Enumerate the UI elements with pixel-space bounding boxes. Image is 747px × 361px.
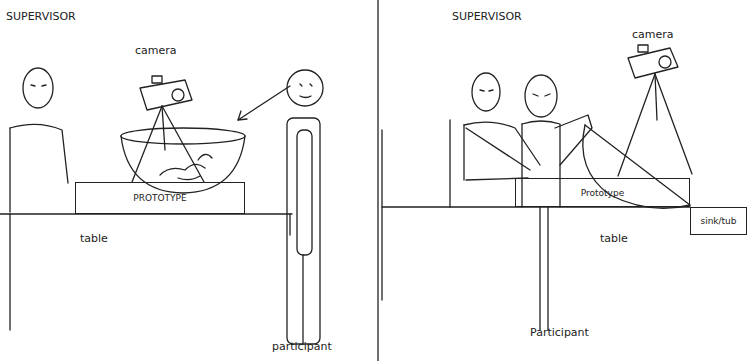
right-supervisor — [464, 73, 540, 180]
node-text: PROTOTYPE — [133, 193, 186, 203]
sketch-label: SUPERVISOR — [6, 10, 76, 23]
left-table — [0, 214, 292, 330]
panel-divider — [377, 0, 378, 361]
right-table — [382, 120, 690, 300]
sink-box: sink/tub — [690, 207, 747, 235]
prototype-box: Prototype — [515, 178, 690, 207]
left-supervisor — [10, 68, 68, 212]
prototype-box: PROTOTYPE — [75, 182, 245, 214]
right-camera — [618, 45, 692, 176]
right-participant — [522, 75, 592, 330]
sketch-label: camera — [135, 44, 177, 57]
sketch-label: participant — [272, 340, 332, 353]
sketch-label: SUPERVISOR — [452, 10, 522, 23]
node-text: Prototype — [581, 188, 624, 198]
sketch-label: table — [80, 232, 108, 245]
sketch-label: Participant — [530, 326, 589, 339]
sketch-label: table — [600, 232, 628, 245]
pointing-arrow — [238, 86, 290, 120]
left-participant — [287, 70, 323, 344]
left-camera — [132, 76, 204, 182]
left-bowl — [121, 128, 245, 193]
sketch-label: camera — [632, 28, 674, 41]
node-text: sink/tub — [700, 216, 736, 226]
